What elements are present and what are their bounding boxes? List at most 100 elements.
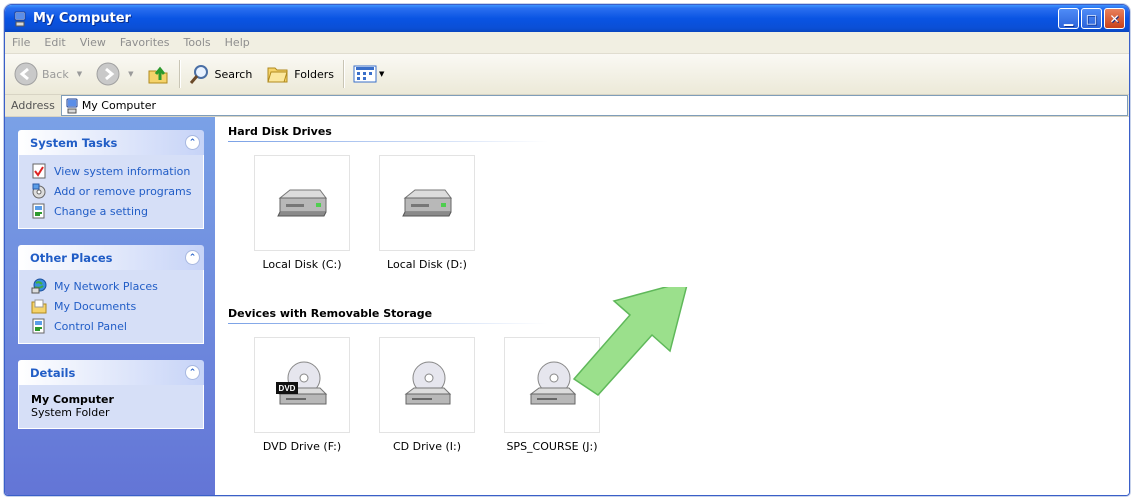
menu-edit[interactable]: Edit (44, 36, 66, 49)
drive-item-local-disk-c[interactable]: Local Disk (C:) (242, 155, 362, 271)
address-value: My Computer (81, 99, 156, 112)
toolbar-separator (178, 60, 180, 88)
group-divider (228, 141, 548, 142)
drive-thumbnail: DVD (254, 337, 350, 433)
drive-thumbnail (379, 155, 475, 251)
up-folder-icon (148, 66, 167, 84)
my-computer-window: My Computer ▁ □ ✕ File Edit View Favorit… (4, 4, 1130, 496)
views-icon (353, 65, 377, 83)
back-button[interactable]: Back ▼ (11, 58, 85, 90)
menu-favorites[interactable]: Favorites (119, 36, 170, 49)
system-tasks-header[interactable]: System Tasks ⌃ (18, 130, 204, 155)
details-title: Details (30, 365, 76, 380)
folders-label: Folders (294, 67, 335, 81)
chevron-down-icon[interactable]: ▼ (379, 70, 385, 78)
details-name: My Computer (31, 393, 114, 406)
link-label: View system information (54, 164, 191, 178)
svg-text:DVD: DVD (279, 384, 296, 393)
hard-disk-icon (402, 189, 452, 217)
forward-button[interactable]: ▼ (93, 58, 136, 90)
details-type: System Folder (31, 406, 110, 419)
system-tasks-title: System Tasks (30, 135, 118, 150)
back-label: Back (42, 67, 69, 81)
details-header[interactable]: Details ⌃ (18, 360, 204, 385)
link-label: Control Panel (54, 319, 127, 333)
file-view: Hard Disk Drives Local Disk (C:) Local D… (215, 117, 1129, 495)
drive-item-local-disk-d[interactable]: Local Disk (D:) (367, 155, 487, 271)
drive-label: DVD Drive (F:) (262, 440, 342, 453)
address-bar: Address My Computer (5, 95, 1129, 117)
dvd-drive-icon: DVD (276, 361, 328, 405)
system-tasks-panel: System Tasks ⌃ View system information A… (18, 130, 204, 229)
group-title: Devices with Removable Storage (228, 307, 433, 320)
cd-drive-icon (404, 361, 452, 405)
drive-thumbnail (254, 155, 350, 251)
menu-view[interactable]: View (79, 36, 106, 49)
my-network-places-link[interactable]: My Network Places (31, 276, 203, 296)
magnifier-icon (189, 65, 208, 84)
add-remove-programs-link[interactable]: Add or remove programs (31, 181, 203, 201)
link-label: Change a setting (54, 204, 148, 218)
collapse-icon[interactable]: ⌃ (185, 365, 200, 380)
minimize-button[interactable]: ▁ (1058, 8, 1079, 29)
drive-label: CD Drive (I:) (392, 440, 461, 453)
drive-item-cd-i[interactable]: CD Drive (I:) (367, 337, 487, 453)
my-documents-icon (31, 298, 47, 314)
link-label: My Network Places (54, 279, 158, 293)
cd-drive-icon (529, 361, 577, 405)
menu-help[interactable]: Help (224, 36, 250, 49)
collapse-icon[interactable]: ⌃ (185, 250, 200, 265)
group-divider (228, 323, 548, 324)
change-a-setting-link[interactable]: Change a setting (31, 201, 203, 221)
my-computer-icon (12, 11, 28, 27)
view-system-information-link[interactable]: View system information (31, 161, 203, 181)
maximize-icon: □ (1085, 11, 1098, 26)
link-label: My Documents (54, 299, 137, 313)
search-label: Search (214, 67, 253, 81)
maximize-button[interactable]: □ (1081, 8, 1102, 29)
drive-label: Local Disk (C:) (262, 258, 342, 271)
toolbar-separator (343, 60, 345, 88)
details-panel: Details ⌃ My Computer System Folder (18, 360, 204, 429)
group-title: Hard Disk Drives (228, 125, 332, 138)
close-button[interactable]: ✕ (1104, 8, 1125, 29)
hard-disk-icon (277, 189, 327, 217)
window-title: My Computer (33, 11, 131, 26)
control-panel-icon (31, 203, 47, 219)
network-places-icon (31, 278, 47, 294)
group-header-hard-disk-drives: Hard Disk Drives (228, 125, 548, 142)
up-button[interactable] (143, 58, 173, 90)
forward-arrow-icon (96, 62, 120, 86)
title-bar[interactable]: My Computer ▁ □ ✕ (5, 5, 1129, 32)
drive-thumbnail (379, 337, 475, 433)
chevron-down-icon[interactable]: ▼ (76, 70, 83, 78)
folders-icon (267, 67, 288, 83)
close-icon: ✕ (1109, 11, 1120, 26)
control-panel-link[interactable]: Control Panel (31, 316, 203, 336)
other-places-header[interactable]: Other Places ⌃ (18, 245, 204, 270)
link-label: Add or remove programs (54, 184, 192, 198)
menu-bar: File Edit View Favorites Tools Help (5, 32, 1129, 54)
group-header-removable-storage: Devices with Removable Storage (228, 307, 548, 324)
collapse-icon[interactable]: ⌃ (185, 135, 200, 150)
system-info-icon (31, 163, 47, 179)
my-documents-link[interactable]: My Documents (31, 296, 203, 316)
my-computer-icon (65, 98, 79, 114)
back-arrow-icon (14, 62, 38, 86)
address-label: Address (11, 99, 55, 112)
other-places-title: Other Places (30, 250, 113, 265)
drive-label: SPS_COURSE (J:) (506, 440, 598, 453)
chevron-down-icon[interactable]: ▼ (128, 70, 134, 78)
control-panel-icon (31, 318, 47, 334)
address-input[interactable]: My Computer (60, 95, 1128, 116)
search-button[interactable]: Search (186, 58, 256, 90)
task-pane: System Tasks ⌃ View system information A… (5, 117, 215, 495)
drive-item-dvd-f[interactable]: DVD DVD Drive (F:) (242, 337, 362, 453)
drive-label: Local Disk (D:) (387, 258, 467, 271)
menu-tools[interactable]: Tools (183, 36, 211, 49)
folders-button[interactable]: Folders (263, 58, 337, 90)
views-button[interactable]: ▼ (350, 58, 387, 90)
add-remove-programs-icon (31, 183, 47, 199)
menu-file[interactable]: File (12, 36, 31, 49)
minimize-icon: ▁ (1063, 11, 1074, 26)
